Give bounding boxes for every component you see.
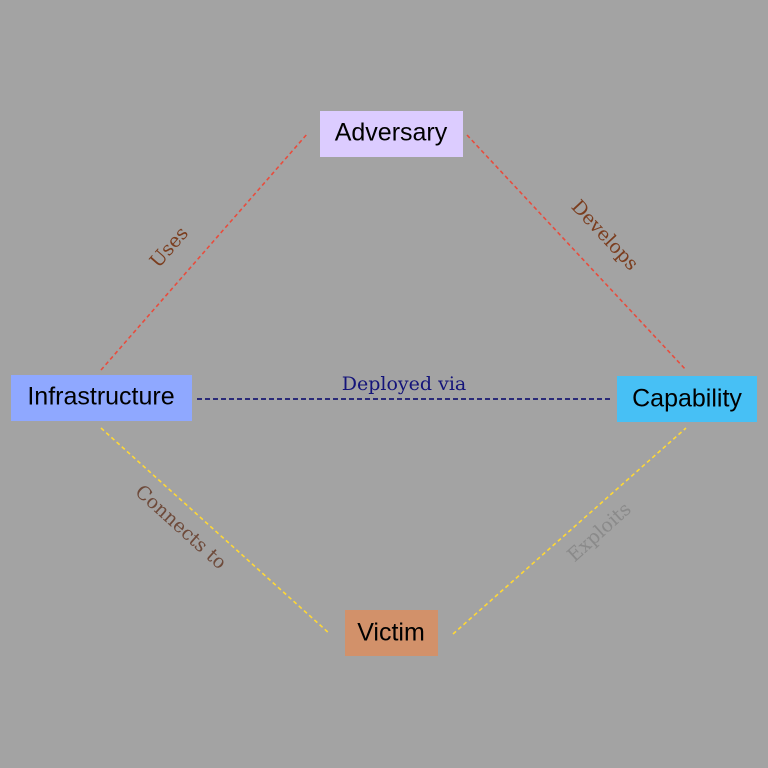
node-victim-box xyxy=(345,610,438,656)
edge-develops-label: Develops xyxy=(567,196,643,275)
edge-develops-line xyxy=(466,134,687,371)
edge-connects-to-line xyxy=(100,427,331,635)
edge-exploits-line xyxy=(452,427,687,635)
edge-exploits-label: Exploits xyxy=(563,498,635,566)
edge-deployed-via-label: Deployed via xyxy=(342,373,466,395)
node-infrastructure-box xyxy=(11,375,192,421)
node-capability-label: Capability xyxy=(632,385,742,413)
node-victim-label: Victim xyxy=(357,619,425,647)
node-adversary-box xyxy=(320,111,463,157)
node-capability-box xyxy=(617,376,757,422)
node-capability: Capability xyxy=(617,376,757,422)
node-infrastructure-label: Infrastructure xyxy=(27,383,174,411)
edge-connects-to-label: Connects to xyxy=(131,481,231,574)
edge-uses-label: Uses xyxy=(146,222,193,272)
node-infrastructure: Infrastructure xyxy=(11,375,192,421)
node-victim: Victim xyxy=(345,610,438,656)
edge-uses-line xyxy=(100,132,309,371)
node-adversary-label: Adversary xyxy=(335,119,448,147)
node-adversary: Adversary xyxy=(320,111,463,157)
